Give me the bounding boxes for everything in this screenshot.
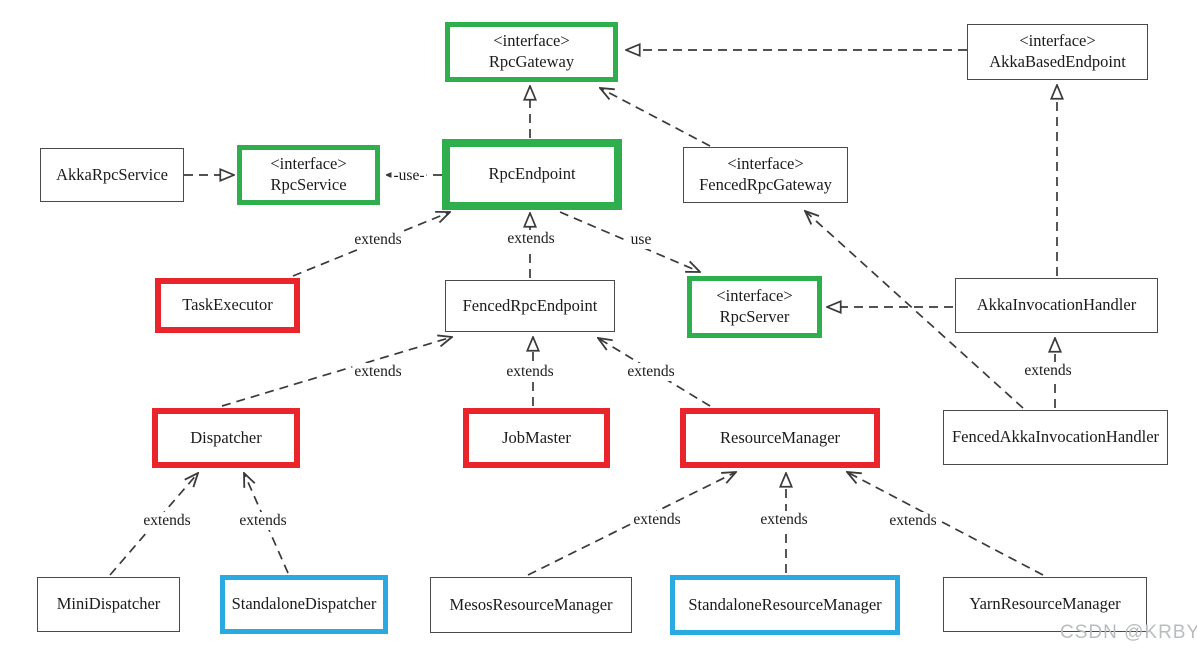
class-box-dispatcher: Dispatcher	[152, 408, 300, 468]
class-name: RpcServer	[719, 307, 790, 326]
edge-label-extends: extends	[1022, 362, 1074, 380]
class-box-rpc-endpoint: RpcEndpoint	[442, 139, 622, 210]
class-name: TaskExecutor	[182, 295, 273, 315]
class-name: FencedRpcGateway	[699, 175, 832, 194]
class-box-rpc-gateway: <interface> RpcGateway	[445, 22, 618, 82]
edge-fencedakkainvocationhandler-implements-fencedrpcgateway	[805, 211, 1024, 409]
class-box-rpc-server: <interface> RpcServer	[687, 276, 822, 338]
class-name: FencedRpcEndpoint	[462, 295, 598, 315]
edge-label-extends: extends	[631, 511, 683, 529]
edge-label-extends: extends	[887, 512, 939, 530]
class-name: RpcGateway	[488, 52, 575, 71]
stereotype-label: <interface>	[727, 154, 804, 174]
stereotype-label: <interface>	[493, 31, 570, 51]
class-name: AkkaInvocationHandler	[976, 295, 1137, 315]
class-name: FencedAkkaInvocationHandler	[951, 427, 1160, 447]
class-name: YarnResourceManager	[969, 594, 1121, 614]
class-name: ResourceManager	[719, 427, 841, 447]
stereotype-label: <interface>	[716, 286, 793, 306]
edge-mesosresourcemanager-extends-resourcemanager	[527, 472, 736, 576]
class-name: AkkaBasedEndpoint	[989, 52, 1126, 71]
class-name: RpcEndpoint	[488, 164, 576, 184]
class-name: StandaloneDispatcher	[231, 594, 377, 614]
edge-label-extends: extends	[504, 363, 556, 381]
class-name: StandaloneResourceManager	[688, 594, 882, 614]
class-box-mini-dispatcher: MiniDispatcher	[37, 577, 180, 632]
edge-label-extends: extends	[141, 512, 193, 530]
class-name: RpcService	[270, 175, 347, 194]
edge-taskexecutor-extends-rpcendpoint	[292, 212, 450, 277]
edge-label-use-inline: -use-	[391, 167, 427, 185]
class-box-mesos-resource-manager: MesosResourceManager	[430, 577, 632, 633]
class-box-fenced-rpc-gateway: <interface> FencedRpcGateway	[683, 147, 848, 203]
class-name: Dispatcher	[190, 427, 262, 447]
class-box-akka-rpc-service: AkkaRpcService	[40, 148, 184, 202]
edge-label-extends: extends	[625, 363, 677, 381]
class-box-fenced-akka-invocation-handler: FencedAkkaInvocationHandler	[943, 410, 1168, 465]
stereotype-label: <interface>	[270, 154, 347, 174]
edge-label-use: use	[628, 231, 654, 249]
class-box-akka-invocation-handler: AkkaInvocationHandler	[955, 278, 1158, 333]
class-name: MesosResourceManager	[449, 594, 613, 614]
edge-standalonedispatcher-extends-dispatcher	[244, 473, 289, 574]
class-box-resource-manager: ResourceManager	[680, 408, 880, 468]
stereotype-label: <interface>	[1019, 31, 1096, 51]
class-box-rpc-service: <interface> RpcService	[237, 145, 380, 205]
watermark-text: CSDN @KRBY	[1060, 622, 1197, 643]
class-box-akka-based-endpoint: <interface> AkkaBasedEndpoint	[967, 24, 1148, 80]
class-box-fenced-rpc-endpoint: FencedRpcEndpoint	[445, 280, 615, 332]
edge-label-extends: extends	[352, 363, 404, 381]
edge-dispatcher-extends-fencedrpcendpoint	[221, 337, 452, 407]
edge-fencedrpcgateway-extends-rpcgateway	[600, 88, 711, 147]
class-name: MiniDispatcher	[56, 594, 161, 614]
class-box-job-master: JobMaster	[463, 408, 610, 468]
class-name: AkkaRpcService	[56, 164, 168, 184]
class-box-standalone-dispatcher: StandaloneDispatcher	[220, 575, 388, 634]
class-box-task-executor: TaskExecutor	[155, 278, 300, 333]
edge-label-extends: extends	[352, 231, 404, 249]
edge-yarnresourcemanager-extends-resourcemanager	[847, 472, 1044, 576]
edge-label-extends: extends	[758, 511, 810, 529]
class-box-yarn-resource-manager: YarnResourceManager	[943, 577, 1147, 632]
edge-label-extends: extends	[505, 230, 557, 248]
edge-label-extends: extends	[237, 512, 289, 530]
class-box-standalone-resource-manager: StandaloneResourceManager	[670, 575, 900, 635]
class-name: JobMaster	[502, 427, 571, 447]
